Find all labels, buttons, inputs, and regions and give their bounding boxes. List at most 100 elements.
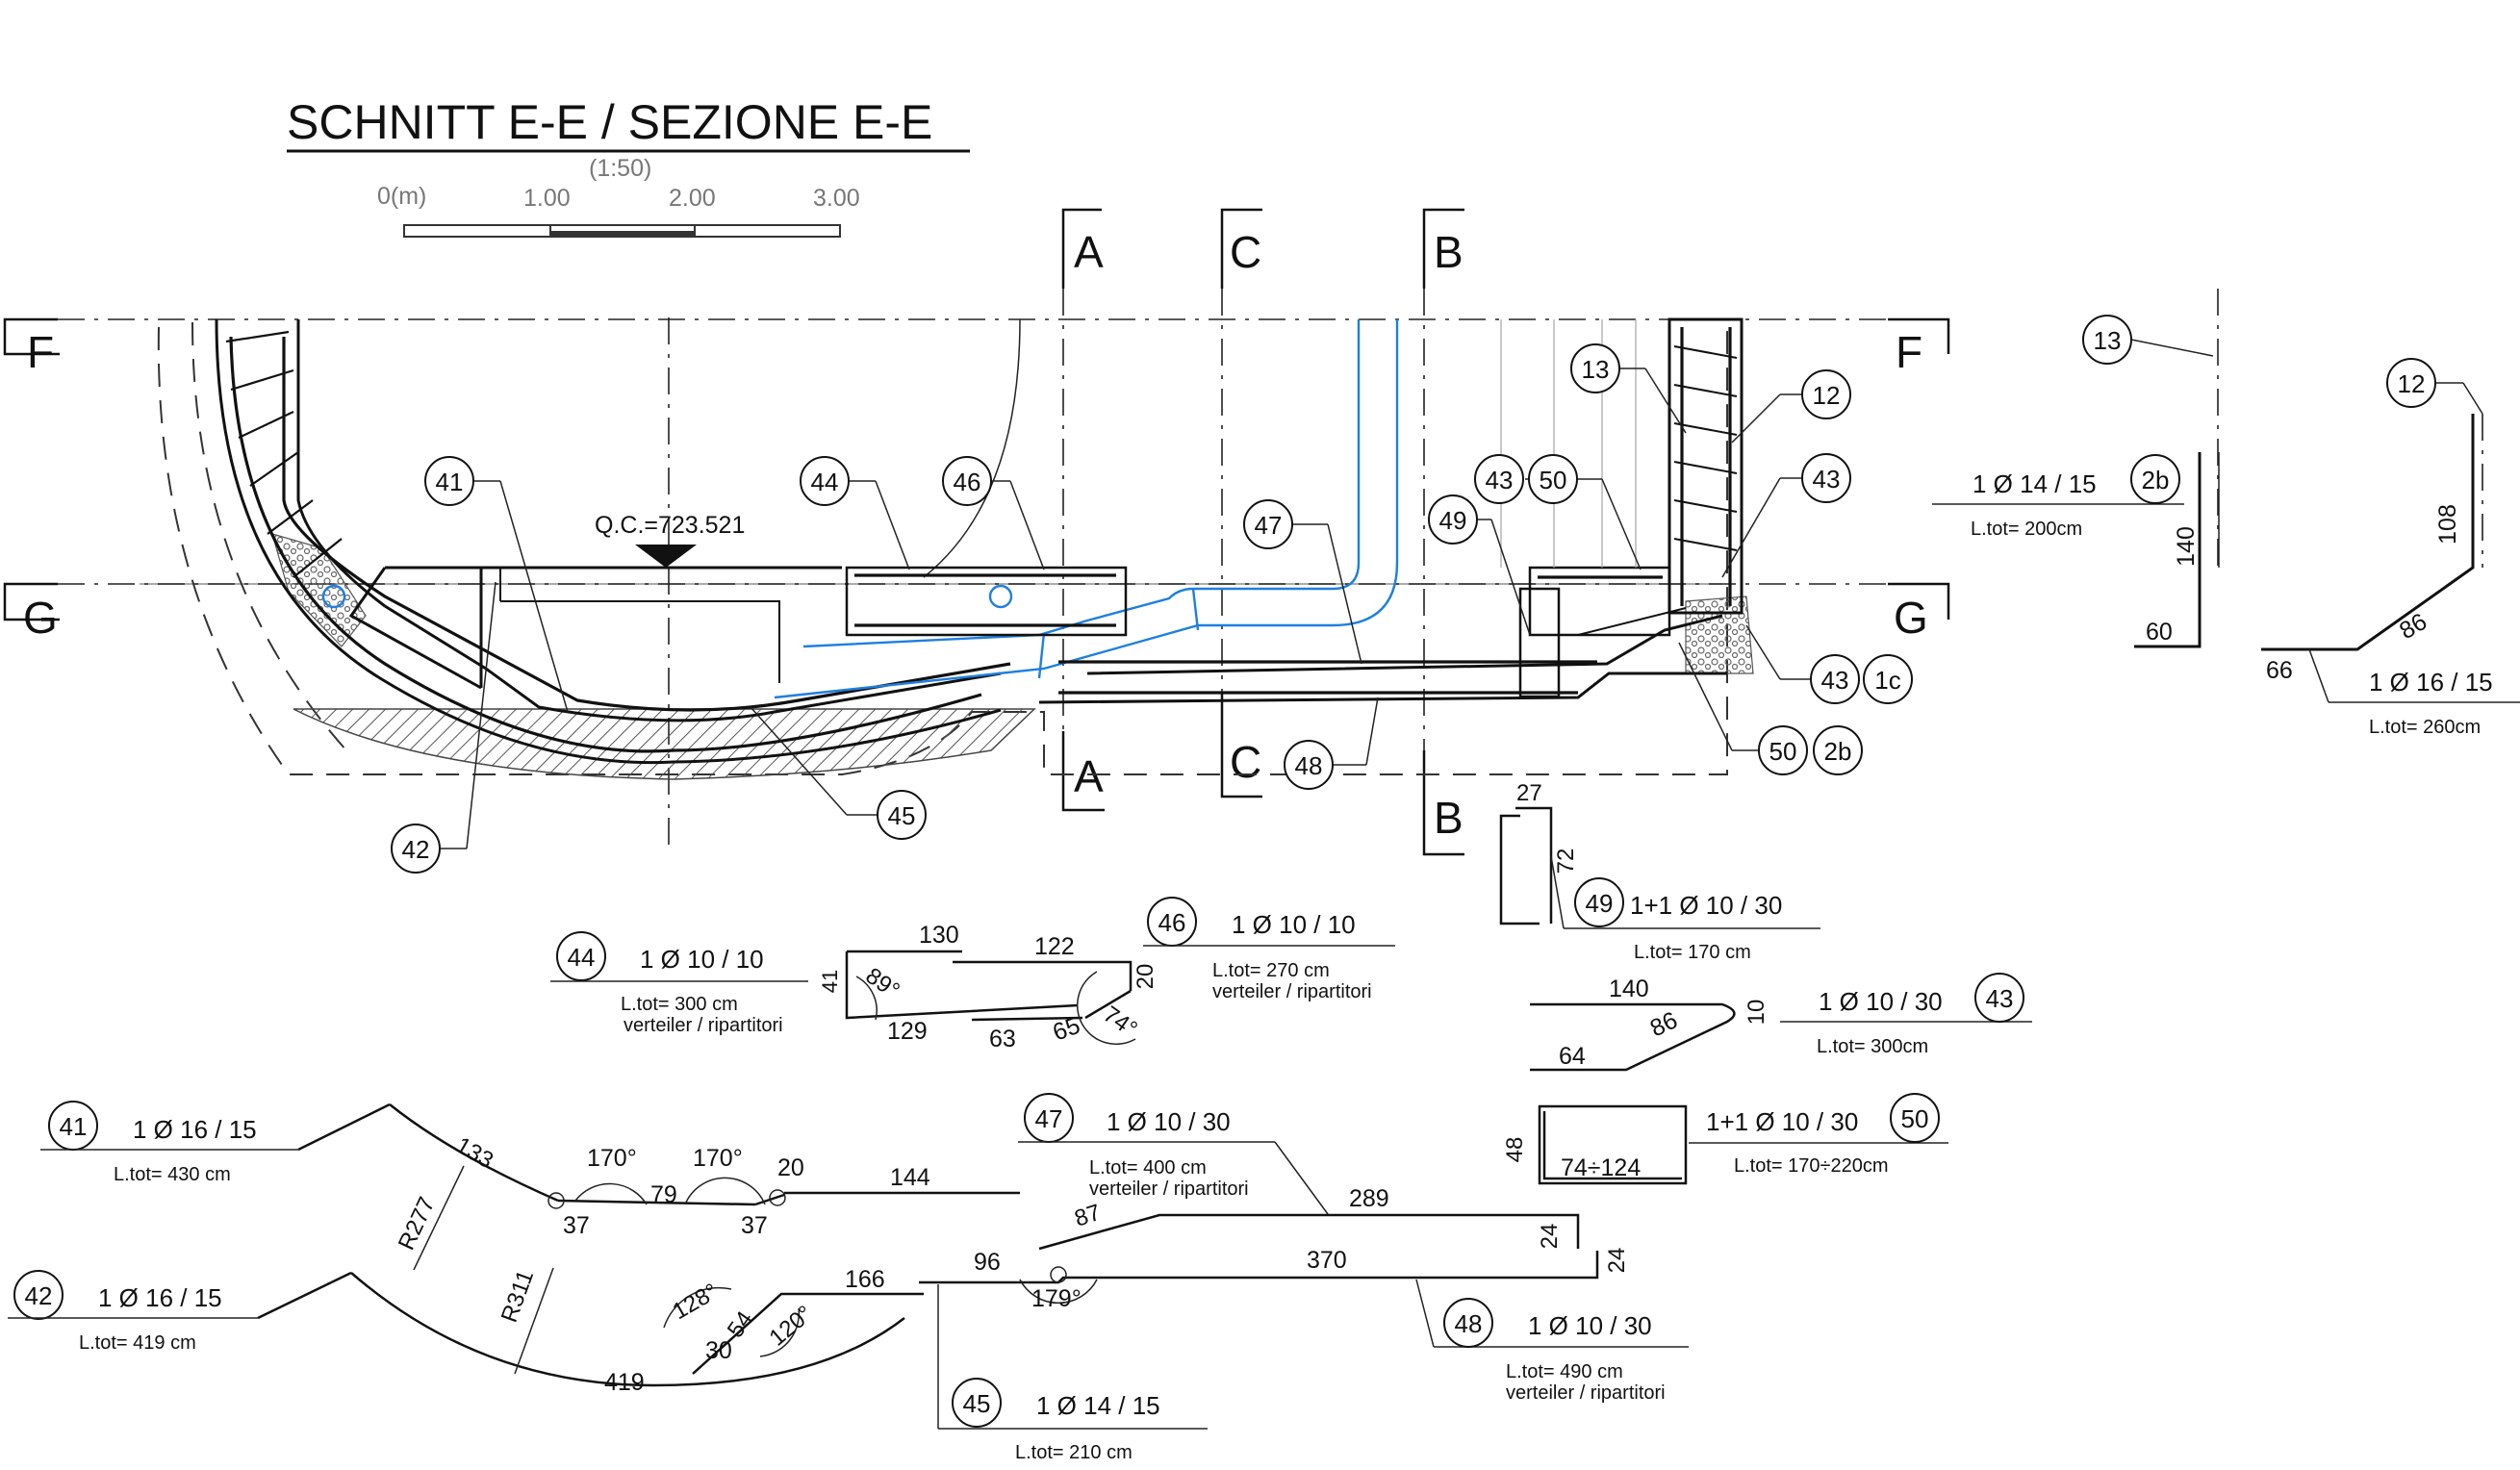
structure-section — [140, 317, 1754, 847]
bar-42-dim-166: 166 — [845, 1266, 885, 1293]
callout-48: 48 — [1284, 697, 1379, 790]
bar-12-dim-66: 66 — [2266, 657, 2293, 684]
section-mark-f-left: F — [27, 327, 54, 377]
bar-47-spec: 1 Ø 10 / 30 — [1107, 1107, 1231, 1136]
bar-47-dim-24: 24 — [1537, 1224, 1563, 1250]
section-line-a — [1061, 208, 1105, 812]
bar-44-length: L.tot= 300 cm — [621, 994, 738, 1015]
svg-text:43: 43 — [1486, 466, 1514, 494]
bar-43-dim-10: 10 — [1744, 1000, 1769, 1026]
scale-ratio: (1:50) — [589, 155, 651, 182]
bar-13-schedule: 13 — [1932, 289, 2220, 648]
svg-text:1c: 1c — [1874, 666, 1900, 695]
svg-text:48: 48 — [1455, 1309, 1483, 1338]
callout-43-top: 43 — [1474, 454, 1547, 504]
bar-48-dim-370: 370 — [1307, 1247, 1347, 1274]
callout-45: 45 — [750, 706, 927, 840]
bar-47-schedule: 47 — [1018, 1093, 1580, 1251]
bar-49-spec: 1+1 Ø 10 / 30 — [1630, 891, 1782, 920]
bar-44-dim-122: 122 — [1034, 933, 1075, 960]
bar-44-note: verteiler / ripartitori — [624, 1015, 783, 1036]
section-mark-b-top: B — [1434, 227, 1464, 277]
bar-50-length: L.tot= 170÷220cm — [1734, 1155, 1889, 1177]
scale-unit: 0(m) — [377, 183, 426, 210]
callout-42: 42 — [391, 581, 496, 874]
bar-42-dim-419: 419 — [604, 1369, 645, 1396]
callout-43-right: 43 — [1721, 453, 1851, 578]
elevation-marker — [635, 545, 697, 568]
callout-44: 44 — [800, 456, 910, 570]
bar-13-dim-140: 140 — [2173, 526, 2200, 567]
bar-46-note: verteiler / ripartitori — [1212, 981, 1372, 1002]
section-mark-c-top: C — [1230, 227, 1261, 277]
scale-tick-3: 3.00 — [813, 185, 860, 212]
bar-48-dim-96: 96 — [974, 1249, 1001, 1276]
bar-13-spec: 1 Ø 14 / 15 — [1973, 469, 2097, 498]
scale-tick-2: 2.00 — [669, 185, 716, 212]
bar-41-dim-170a: 170° — [587, 1145, 637, 1172]
svg-text:50: 50 — [1901, 1104, 1929, 1133]
bar-42-dim-128: 128° — [669, 1279, 723, 1325]
bar-42-dim-r311: R311 — [496, 1267, 539, 1326]
svg-text:12: 12 — [1813, 381, 1841, 410]
elevation-label: Q.C.=723.521 — [595, 512, 745, 539]
bar-49-dim-27: 27 — [1516, 780, 1542, 806]
svg-text:2b: 2b — [1824, 737, 1852, 766]
bar-41-dim-37b: 37 — [741, 1212, 768, 1239]
section-mark-g-right: G — [1894, 593, 1928, 643]
bar-49-schedule: 49 — [1499, 806, 1820, 929]
section-line-b — [1422, 208, 1464, 856]
bar-41-spec: 1 Ø 16 / 15 — [133, 1115, 257, 1144]
svg-text:43: 43 — [1813, 465, 1841, 494]
bar-43-dim-86: 86 — [1646, 1006, 1682, 1042]
bar-43-dim-64: 64 — [1559, 1043, 1586, 1070]
section-mark-a-bottom: A — [1074, 751, 1104, 801]
bar-41-length: L.tot= 430 cm — [114, 1164, 231, 1185]
svg-text:49: 49 — [1586, 889, 1614, 918]
bar-43-length: L.tot= 300cm — [1817, 1036, 1928, 1057]
bar-47-length: L.tot= 400 cm — [1089, 1157, 1207, 1179]
bar-42-dim-120: 120° — [765, 1301, 818, 1352]
bar-12-dim-86: 86 — [2395, 608, 2431, 645]
drawing-title: SCHNITT E-E / SEZIONE E-E — [287, 95, 932, 149]
bar-12-spec: 1 Ø 16 / 15 — [2369, 668, 2493, 697]
bar-44-dim-129: 129 — [887, 1018, 928, 1045]
bar-46-spec: 1 Ø 10 / 10 — [1232, 910, 1356, 939]
callout-50-top: 50 — [1528, 454, 1642, 570]
bar-44-spec: 1 Ø 10 / 10 — [640, 945, 764, 974]
bar-42-dim-30: 30 — [705, 1337, 732, 1364]
svg-text:49: 49 — [1439, 506, 1467, 535]
bar-44-schedule: 44 — [550, 931, 1136, 1046]
bar-12-dim-108: 108 — [2434, 504, 2461, 545]
bar-41-dim-170b: 170° — [693, 1145, 743, 1172]
bar-44-dim-20: 20 — [1133, 964, 1158, 990]
callout-43-1c: 43 1c — [1745, 624, 1913, 704]
svg-text:13: 13 — [2094, 326, 2122, 355]
bar-42-length: L.tot= 419 cm — [79, 1332, 196, 1354]
callout-13: 13 — [1570, 343, 1687, 434]
bar-12-length: L.tot= 260cm — [2369, 717, 2481, 738]
bar-46-schedule: 46 — [1143, 897, 1395, 947]
section-mark-g-left: G — [23, 593, 58, 643]
bar-41-dim-37a: 37 — [563, 1212, 590, 1239]
svg-text:44: 44 — [568, 943, 596, 972]
bar-44-dim-63: 63 — [989, 1026, 1016, 1052]
bar-45-spec: 1 Ø 14 / 15 — [1036, 1391, 1160, 1420]
svg-text:50: 50 — [1769, 737, 1797, 766]
svg-text:47: 47 — [1035, 1104, 1063, 1133]
callout-50-2b: 50 2b — [1678, 642, 1863, 775]
bar-12-schedule: 12 — [2261, 358, 2520, 703]
svg-text:41: 41 — [60, 1112, 88, 1141]
bar-44-dim-89: 89° — [861, 963, 904, 1004]
bar-13-length: L.tot= 200cm — [1971, 519, 2082, 540]
svg-text:41: 41 — [436, 468, 464, 496]
svg-text:45: 45 — [888, 801, 916, 830]
svg-text:44: 44 — [811, 468, 839, 496]
svg-text:45: 45 — [963, 1389, 991, 1418]
bar-48-dim-24: 24 — [1604, 1248, 1630, 1274]
bar-42-schedule: 42 — [8, 1267, 924, 1387]
callout-41: 41 — [424, 456, 569, 713]
bar-50-spec: 1+1 Ø 10 / 30 — [1706, 1107, 1858, 1136]
callout-47: 47 — [1243, 499, 1362, 665]
